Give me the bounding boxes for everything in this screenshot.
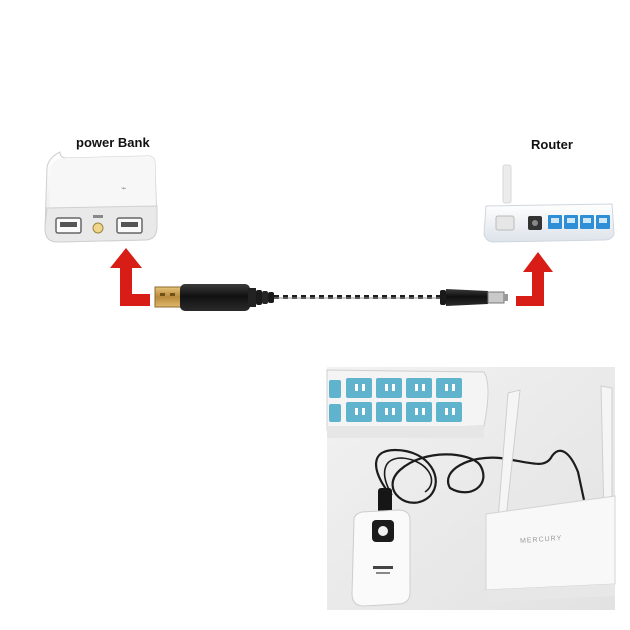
power-bank-device: ⌁: [44, 151, 158, 243]
power-button-icon: [92, 222, 104, 234]
arrow-up-icon: [110, 248, 150, 306]
usb-cable: [154, 284, 508, 311]
product-photo: MERCURY: [326, 367, 616, 610]
power-bank-label: power Bank: [76, 135, 150, 150]
router-device: [483, 164, 615, 243]
router-brand-text: MERCURY: [520, 535, 563, 545]
usb-metal-connector: [154, 286, 182, 308]
socket-icon: [329, 378, 462, 422]
dc-barrel-tip: [487, 291, 505, 304]
arrow-up-icon: [516, 252, 553, 306]
router-label: Router: [531, 137, 573, 152]
svg-text:⌁: ⌁: [121, 183, 126, 193]
